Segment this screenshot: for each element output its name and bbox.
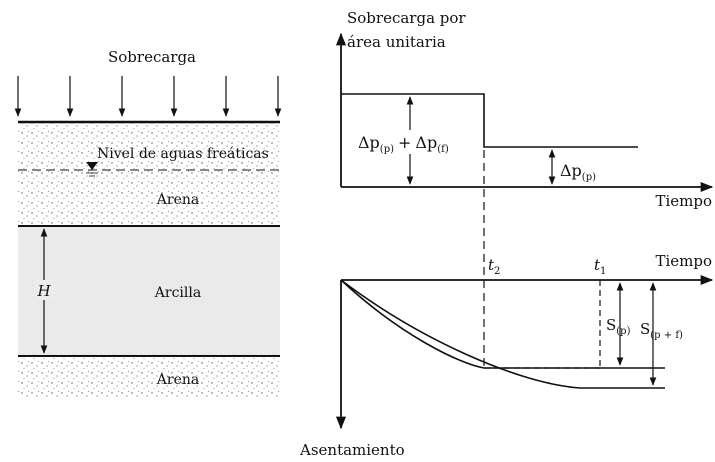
bottom-sand-layer bbox=[18, 356, 280, 398]
bottom-sand-label: Arena bbox=[156, 372, 199, 388]
settlement-time-chart: Tiempo Asentamiento t2 t1 S(p) S(p + f) bbox=[299, 150, 714, 459]
s-p-label: S(p) bbox=[606, 316, 631, 337]
load-y-axis-label-line2: área unitaria bbox=[347, 33, 446, 51]
top-sand-label: Arena bbox=[156, 192, 199, 208]
surcharge-settlement-curve bbox=[340, 279, 665, 389]
clay-label: Arcilla bbox=[154, 285, 201, 301]
load-history-line bbox=[341, 93, 638, 148]
s-pf-label: S(p + f) bbox=[640, 320, 683, 341]
preloaded-settlement-curve bbox=[340, 279, 665, 369]
t1-label: t1 bbox=[594, 256, 606, 277]
water-table-label: Nivel de aguas freáticas bbox=[97, 146, 269, 162]
load-x-axis-label: Tiempo bbox=[655, 192, 712, 210]
load-time-chart: Sobrecarga por área unitaria Tiempo Δp(p… bbox=[335, 9, 714, 210]
t2-label: t2 bbox=[488, 256, 500, 277]
settlement-x-axis-label: Tiempo bbox=[655, 252, 712, 270]
soil-profile: Sobrecarga Nivel de aguas freáticas Aren… bbox=[14, 48, 282, 398]
total-load-label-bg bbox=[356, 130, 480, 154]
thickness-label-bg bbox=[34, 280, 54, 300]
water-table-triangle-icon bbox=[86, 162, 98, 170]
total-load-label: Δp(p)+Δp(f) bbox=[358, 133, 449, 155]
settlement-y-axis-label: Asentamiento bbox=[299, 441, 405, 459]
clay-layer bbox=[18, 226, 280, 356]
surcharge-label: Sobrecarga bbox=[108, 48, 196, 66]
thickness-label: H bbox=[36, 282, 51, 300]
surcharge-arrows bbox=[14, 76, 282, 117]
top-sand-layer bbox=[18, 122, 280, 226]
load-y-axis-label-line1: Sobrecarga por bbox=[347, 9, 466, 27]
permanent-load-label: Δp(p) bbox=[560, 161, 596, 183]
